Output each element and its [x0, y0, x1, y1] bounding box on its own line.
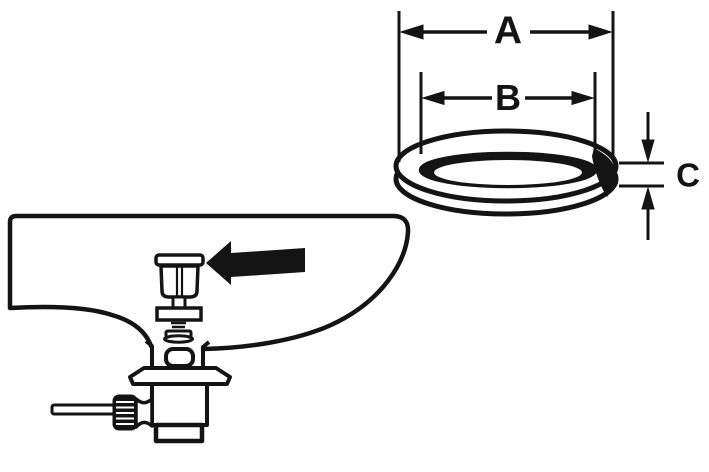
pointer-arrow-icon — [206, 241, 305, 285]
sink-cross-section — [7, 213, 411, 444]
drain-body — [150, 382, 209, 427]
drain-flange — [128, 366, 232, 386]
drain-tube — [153, 422, 205, 444]
pop-up-stopper — [154, 253, 205, 344]
dimension-b — [419, 72, 597, 154]
gasket-ring — [393, 128, 619, 217]
dimension-label-a: A — [493, 9, 523, 53]
ring-right-shading — [592, 148, 616, 197]
knurled-nut — [112, 394, 138, 431]
dim-c-arrowhead-top — [641, 139, 655, 163]
dimension-c — [619, 112, 664, 240]
drain-tailpiece-right-wall — [201, 340, 211, 369]
stopper-body — [159, 264, 200, 299]
dim-b-arrowhead-left — [421, 90, 445, 106]
stopper-foot — [163, 334, 194, 344]
pivot-ball-joint — [134, 397, 154, 429]
dim-a-arrowhead-right — [588, 24, 613, 40]
stopper-plate — [155, 306, 203, 322]
stopper-cap — [154, 253, 205, 267]
pivot-rod — [50, 403, 116, 416]
dim-b-arrowhead-right — [571, 90, 595, 106]
ring-hole-opening — [434, 160, 582, 185]
dim-c-arrowhead-bottom — [641, 186, 655, 210]
dimension-label-c: C — [676, 156, 700, 194]
dimension-a — [397, 11, 615, 162]
dim-a-arrowhead-left — [399, 24, 424, 40]
drain-tailpiece-left-wall — [144, 339, 154, 369]
sink-outline — [7, 213, 411, 352]
dimension-label-b: B — [495, 77, 521, 118]
drain-slot — [164, 347, 195, 368]
